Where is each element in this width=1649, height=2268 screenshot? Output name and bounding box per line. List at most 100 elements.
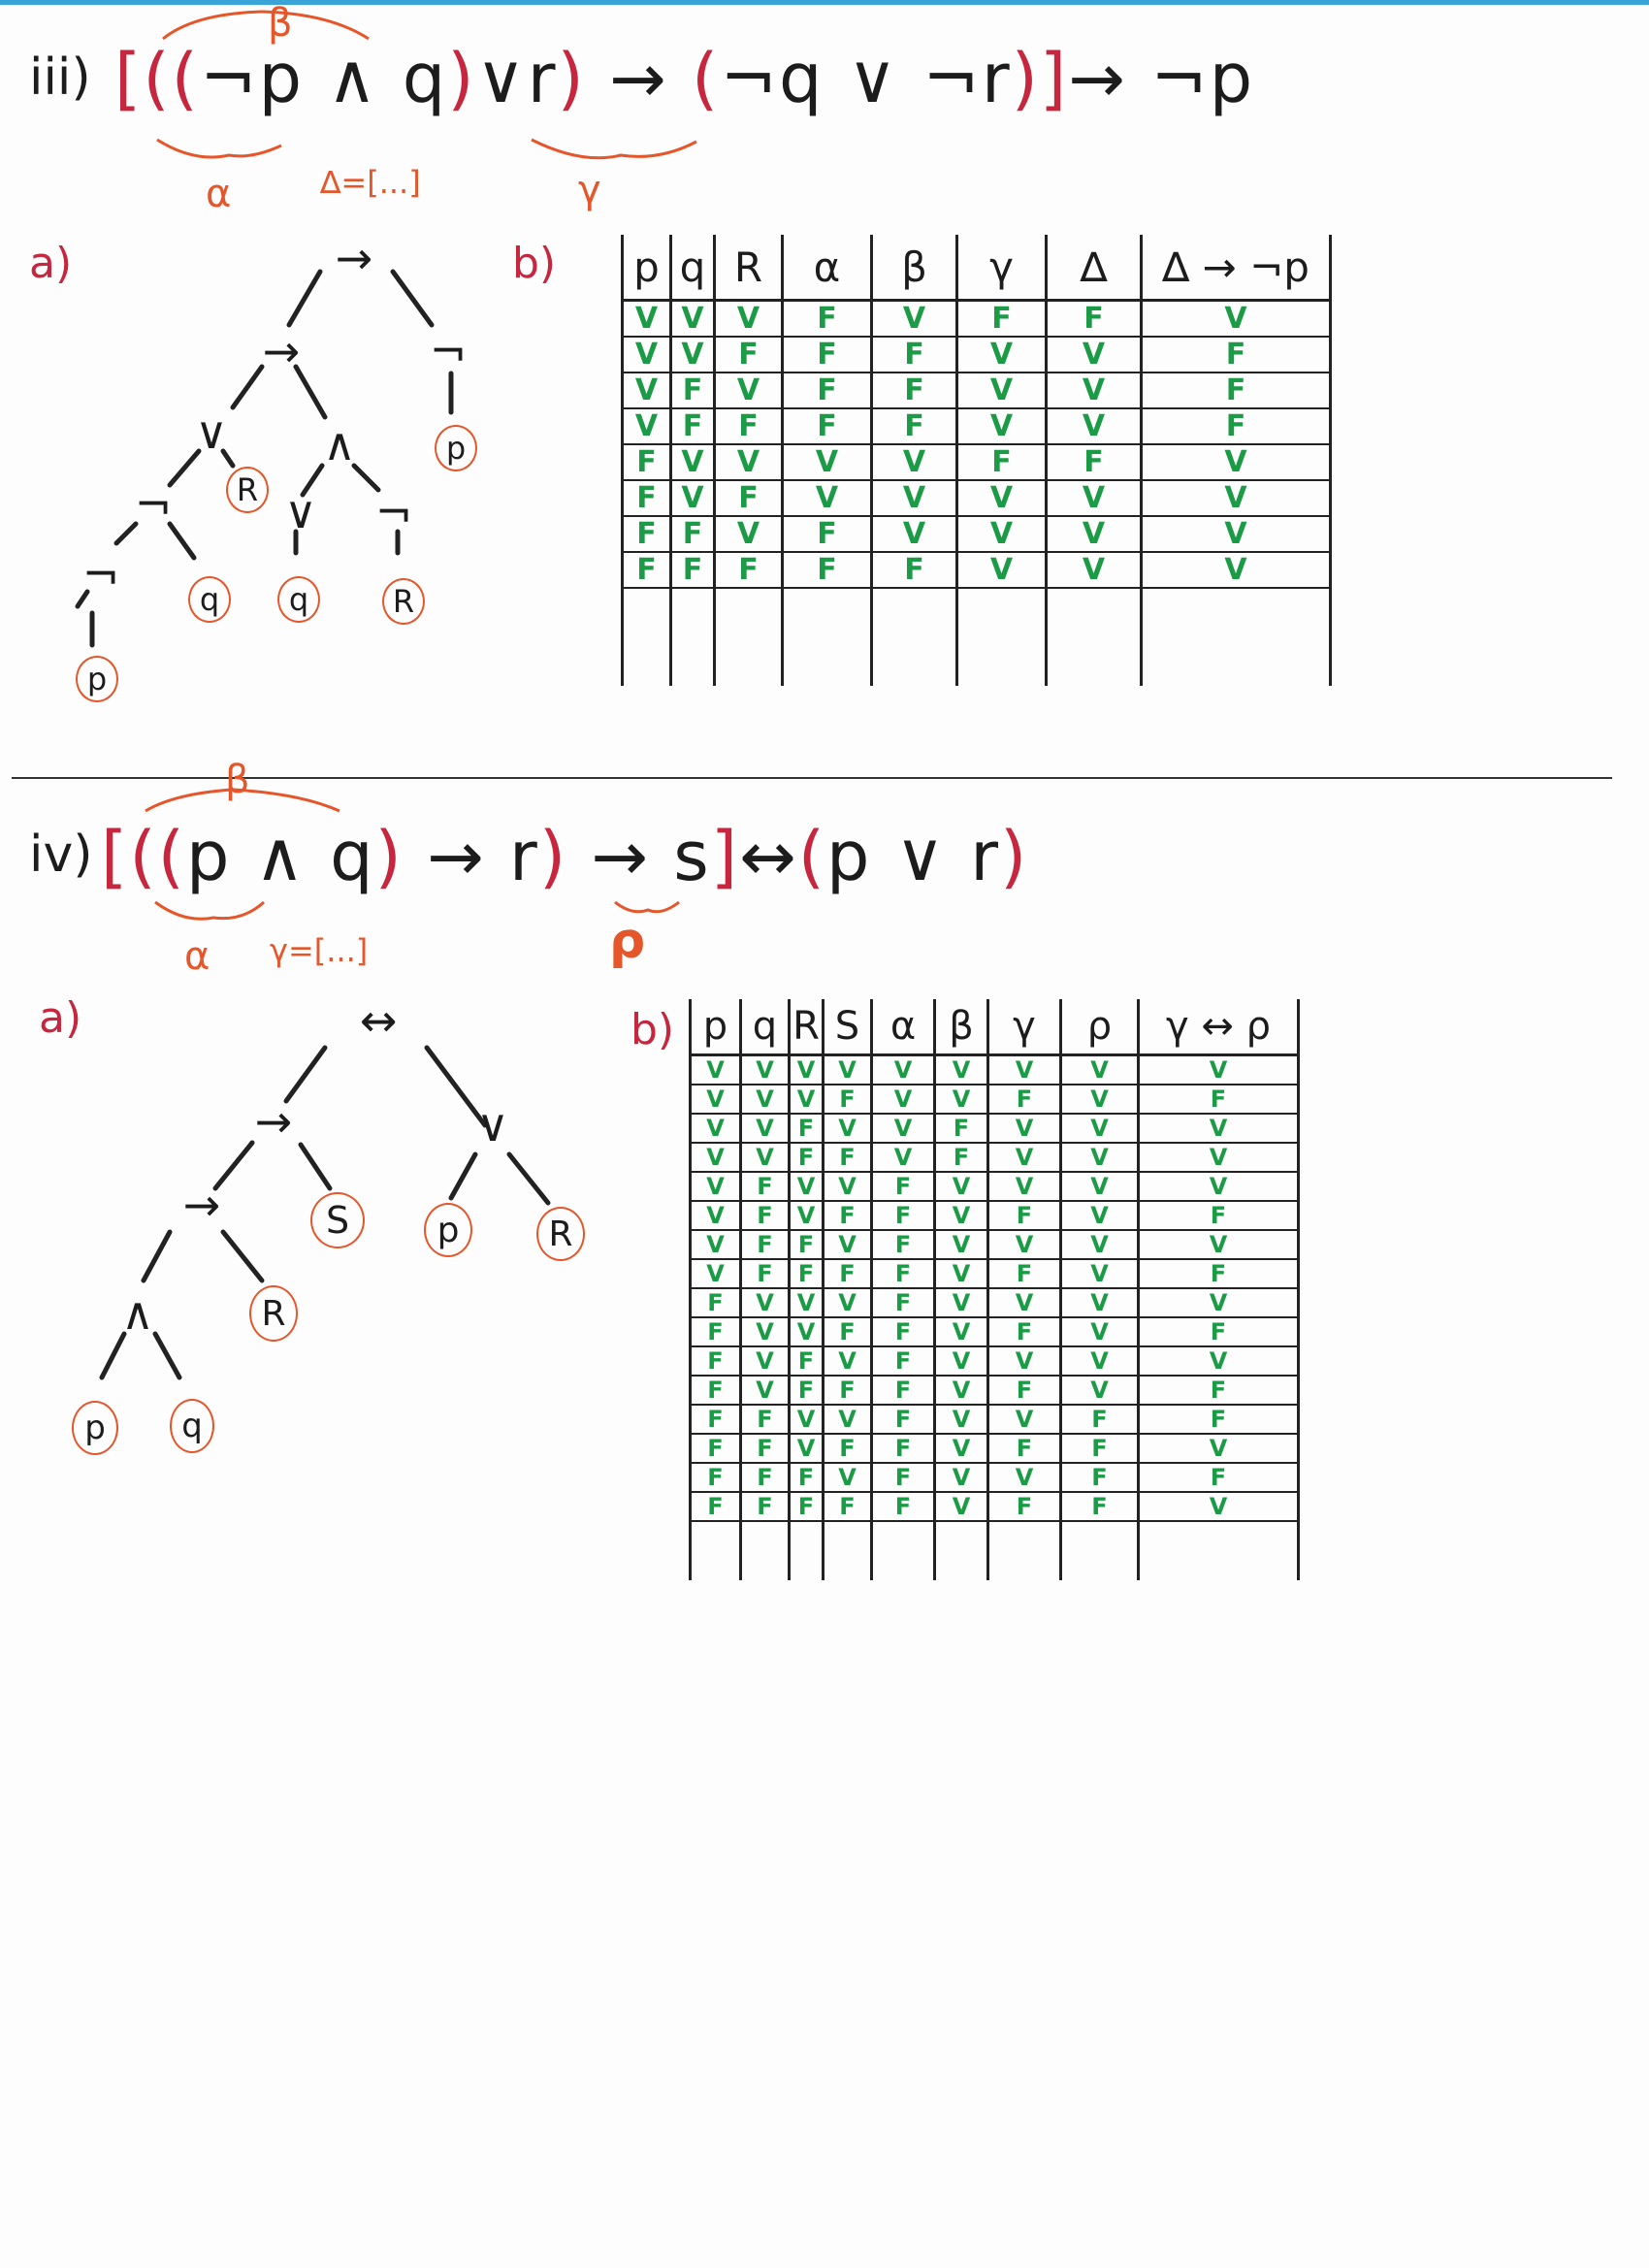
table-cell: V — [1137, 1114, 1300, 1144]
table-cell: F — [870, 1434, 936, 1464]
table-cell: F — [822, 1434, 873, 1464]
table-cell: V — [822, 1054, 873, 1085]
table-cell: V — [689, 1259, 742, 1289]
table-cell: F — [788, 1463, 824, 1493]
table-cell: V — [955, 373, 1048, 409]
scan-edge-bar — [0, 0, 1649, 5]
table-cell: F — [933, 1114, 989, 1144]
gamma-subformula: ¬q ∨ ¬r — [720, 39, 1012, 118]
part-iii-table-label: b) — [512, 239, 557, 288]
table-cell: F — [781, 337, 873, 373]
tree-leaf-r: R — [226, 467, 269, 513]
table-cell: V — [689, 1172, 742, 1202]
paren-close: ) — [374, 817, 404, 896]
table-cell: V — [1140, 444, 1332, 481]
table-cell: F — [669, 516, 716, 553]
table-cell: F — [986, 1434, 1062, 1464]
table-cell: F — [870, 1288, 936, 1318]
table-cell: F — [739, 1259, 791, 1289]
alpha-annotation: α — [184, 934, 210, 979]
table-cell: F — [1140, 408, 1332, 445]
table-cell: V — [1059, 1230, 1140, 1260]
paren-open: ( — [692, 39, 721, 118]
table-cell: V — [933, 1172, 989, 1202]
tree-leaf-s: S — [310, 1192, 365, 1248]
table-cell: F — [1140, 337, 1332, 373]
paren-close: ) — [447, 39, 476, 118]
table-cell: F — [669, 408, 716, 445]
section-divider — [12, 777, 1612, 779]
table-cell: V — [870, 1114, 936, 1144]
table-cell: F — [870, 1492, 936, 1522]
table-cell: F — [713, 552, 784, 589]
tree-op-implies: → — [262, 325, 301, 377]
table-cell: V — [986, 1463, 1062, 1493]
table-cell: V — [689, 1054, 742, 1085]
table-cell: F — [739, 1434, 791, 1464]
table-cell: V — [1137, 1054, 1300, 1085]
table-spacer-row — [621, 588, 1332, 686]
table-cell: V — [1137, 1172, 1300, 1202]
table-cell: V — [822, 1288, 873, 1318]
table-cell: F — [788, 1346, 824, 1377]
table-cell: F — [788, 1376, 824, 1406]
alpha-annotation: α — [206, 172, 232, 216]
table-cell: F — [986, 1259, 1062, 1289]
table-cell: V — [1045, 408, 1143, 445]
tree-op-not: ∨ — [284, 486, 317, 538]
table-cell: V — [1140, 516, 1332, 553]
table-cell: V — [986, 1054, 1062, 1085]
outer-bracket-close: ] — [710, 817, 740, 896]
tree-op-and: ∧ — [121, 1287, 154, 1340]
table-cell: V — [689, 1085, 742, 1115]
table-cell: F — [1137, 1085, 1300, 1115]
table-cell: V — [1045, 337, 1143, 373]
table-cell: V — [788, 1405, 824, 1435]
table-cell: V — [870, 1054, 936, 1085]
col-header-result: γ ↔ ρ — [1137, 999, 1300, 1056]
table-cell: F — [739, 1405, 791, 1435]
col-header-alpha: α — [781, 235, 873, 302]
paren-open: ( — [129, 817, 158, 896]
table-cell: V — [689, 1201, 742, 1231]
table-cell: F — [689, 1288, 742, 1318]
tree-leaf-r: R — [536, 1207, 585, 1261]
table-cell: F — [822, 1085, 873, 1115]
tail-implication: → ¬p — [1068, 39, 1255, 118]
part-iii-tree-label: a) — [29, 239, 73, 288]
table-cell: V — [1137, 1143, 1300, 1173]
table-cell: V — [739, 1054, 791, 1085]
table-cell: V — [955, 480, 1048, 517]
table-cell: F — [713, 480, 784, 517]
table-cell: V — [788, 1085, 824, 1115]
table-cell: V — [669, 480, 716, 517]
paren-close: ) — [1011, 39, 1040, 118]
table-cell: V — [1059, 1259, 1140, 1289]
table-cell: F — [739, 1230, 791, 1260]
table-cell: F — [1045, 300, 1143, 338]
table-cell: V — [933, 1085, 989, 1115]
table-cell: V — [933, 1434, 989, 1464]
table-cell: V — [781, 480, 873, 517]
table-cell: V — [955, 337, 1048, 373]
table-cell: F — [986, 1201, 1062, 1231]
tree-leaf-q: q — [188, 576, 231, 623]
table-cell: F — [822, 1259, 873, 1289]
tree-op-not: ¬ — [81, 548, 120, 600]
tree-op-or: ∨ — [476, 1099, 509, 1151]
paren-open: ( — [797, 817, 827, 896]
col-header-p: p — [689, 999, 742, 1056]
table-cell: F — [781, 300, 873, 338]
table-cell: V — [739, 1317, 791, 1347]
alpha-subformula: ¬p ∧ q — [199, 39, 448, 118]
tree-op-and: ∧ — [323, 418, 356, 470]
table-cell: F — [986, 1492, 1062, 1522]
